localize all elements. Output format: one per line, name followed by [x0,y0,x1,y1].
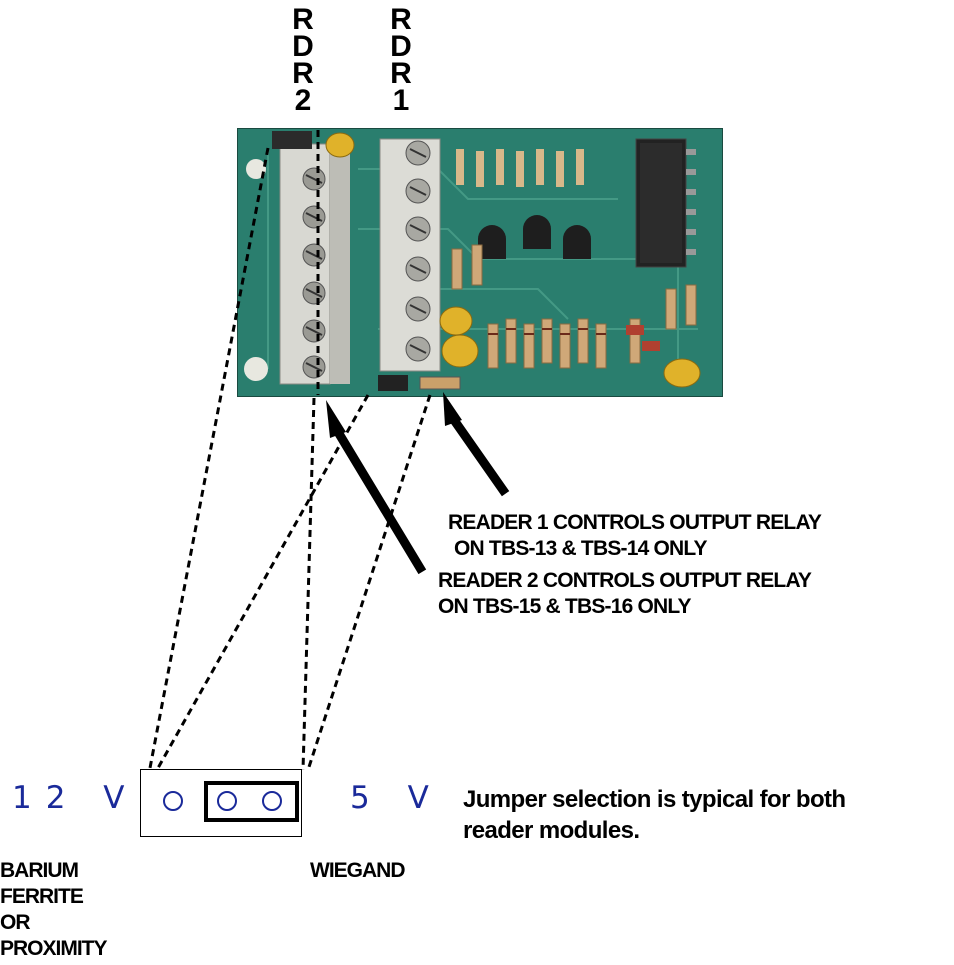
jumper-description-line1: Jumper selection is typical for both [463,786,846,813]
rdr1-char: R [390,57,412,90]
reader1-note-line1: READER 1 CONTROLS OUTPUT RELAY [448,511,822,534]
reader2-note-line1: READER 2 CONTROLS OUTPUT RELAY [438,569,812,592]
wire-rdr1-right [306,394,432,771]
jumper-pin-center [217,791,237,811]
jumper-pin-5v [262,791,282,811]
rdr2-char: D [292,30,314,63]
reader2-note-line2: ON TBS-15 & TBS-16 ONLY [438,595,692,618]
jumper-pin-12v [163,791,183,811]
jumper-header [140,769,302,837]
wiegand-label: WIEGAND [310,859,405,882]
jumper-shunt [204,781,299,822]
jumper-description: Jumper selection is typical for both rea… [463,784,846,846]
rdr2-char: R [292,3,314,36]
jumper-pins [163,781,299,822]
reader1-note: READER 1 CONTROLS OUTPUT RELAY ON TBS-13… [448,510,822,562]
rdr2-char: R [292,57,314,90]
voltage-12v: 12 V [12,780,139,816]
reader2-note: READER 2 CONTROLS OUTPUT RELAY ON TBS-15… [438,568,812,620]
wire-rdr1-left [156,394,370,769]
label-line: PROXIMITY [0,937,108,960]
label-line: FERRITE [0,885,84,908]
circuit-board-drawing [244,131,701,391]
rdr2-char: 2 [294,84,312,117]
label-line: OR [0,911,30,934]
wire-rdr2-right [301,397,316,771]
rdr1-char: D [390,30,412,63]
voltage-5v: 5 V [350,780,443,816]
rdr2-label: R D R 2 [286,3,320,117]
rdr1-char: 1 [392,84,410,117]
arrow-shaft-reader1 [447,413,510,497]
reader1-note-line2: ON TBS-13 & TBS-14 ONLY [454,537,708,560]
barium-ferrite-label: BARIUM FERRITE OR PROXIMITY [0,858,108,962]
jumper-description-line2: reader modules. [463,817,640,844]
rdr1-label: R D R 1 [384,3,418,117]
rdr1-char: R [390,3,412,36]
arrow-shaft-reader2 [331,425,427,575]
wire-rdr2-left [148,147,270,769]
label-line: BARIUM [0,859,79,882]
